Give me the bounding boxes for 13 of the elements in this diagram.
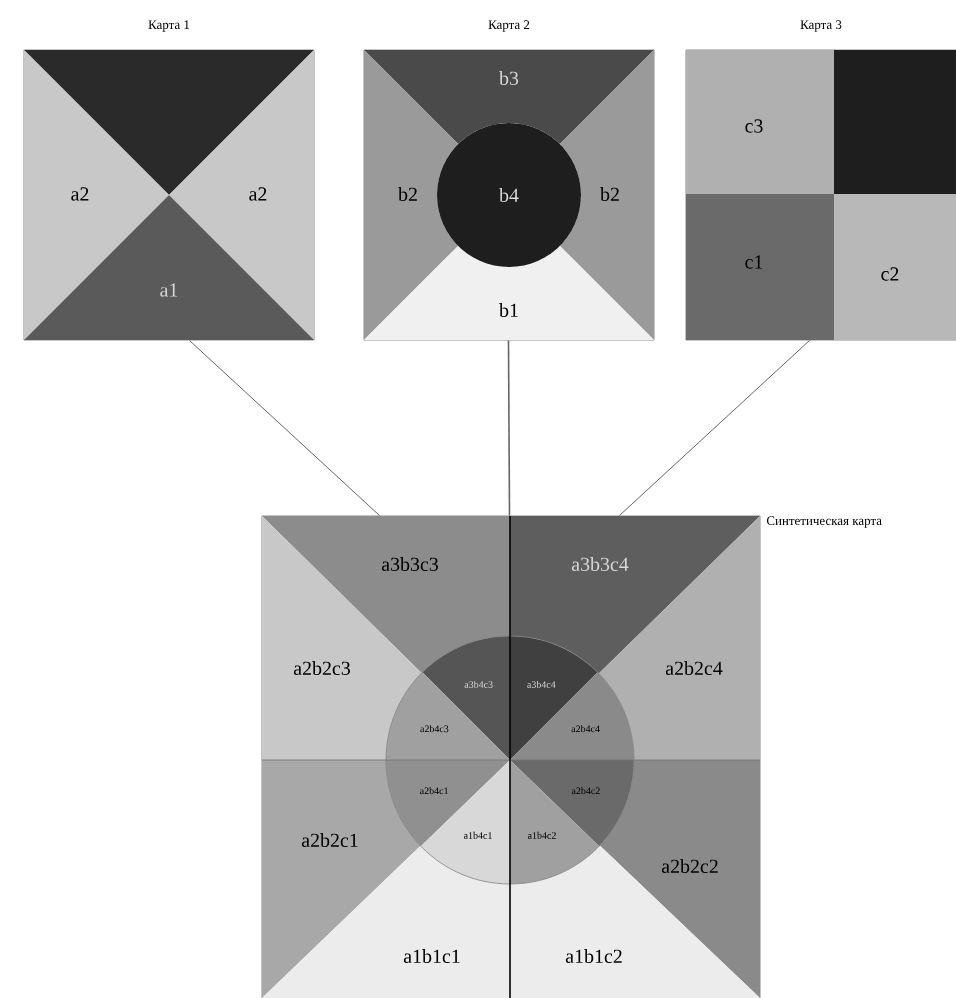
map-region: c1 [686, 194, 834, 340]
map-region: c2 [834, 194, 956, 340]
connector-line [189, 340, 380, 516]
map-region: b2 [364, 50, 459, 340]
map-region: c3 [686, 50, 834, 194]
connector-line [507, 339, 511, 517]
map-region: a1b1c1 [262, 845, 510, 998]
map-region: b2 [559, 50, 654, 340]
connector-line [619, 340, 810, 516]
map-region: b4 [437, 123, 581, 267]
map-region: b3 [364, 50, 654, 145]
map-region [834, 50, 956, 194]
map-region: b1 [364, 245, 654, 340]
